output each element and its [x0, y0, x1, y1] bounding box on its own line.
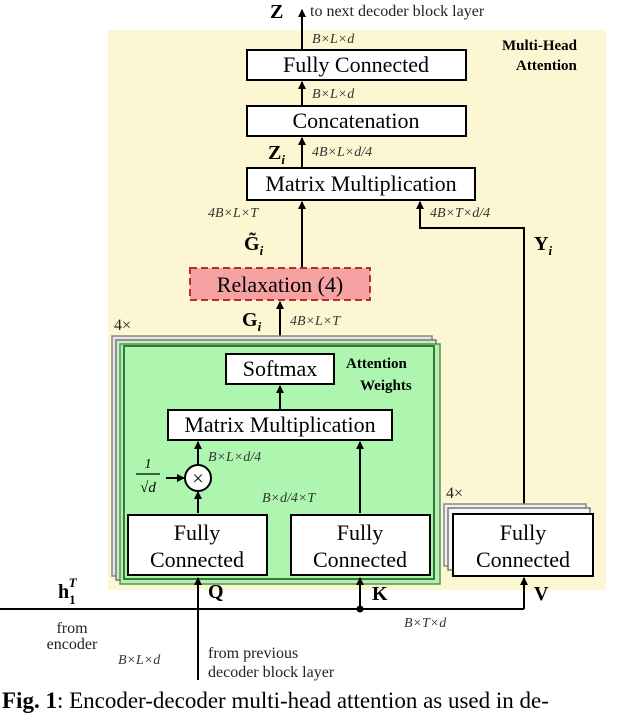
gi-symbol: Gi — [242, 309, 262, 334]
fc-q-line1: Fully — [174, 520, 220, 545]
dim-bottom-left: B×L×d — [118, 653, 161, 668]
softmax-label: Softmax — [243, 356, 318, 381]
output-note: to next decoder block layer — [310, 3, 485, 20]
matmul-inner-box[interactable] — [167, 409, 393, 441]
figure-caption: Fig. 1: Encoder-decoder multi-head atten… — [2, 688, 549, 713]
softmax-box[interactable] — [225, 353, 335, 385]
fc-v-line1: Fully — [500, 520, 546, 545]
relaxation-box[interactable] — [189, 267, 371, 301]
fc-top-box[interactable] — [246, 49, 467, 81]
dim-fc-out: B×L×d — [312, 87, 355, 102]
dim-zi: 4B×L×d/4 — [312, 145, 372, 160]
fc-v-line2: Connected — [476, 547, 570, 572]
dim-bottom-right: B×T×d — [404, 616, 447, 631]
multihead-label-1: Multi-Head — [502, 38, 578, 54]
scale-numerator: 1 — [145, 457, 152, 472]
concat-label: Concatenation — [292, 108, 419, 133]
fc-top-label: Fully Connected — [283, 52, 429, 77]
concat-box[interactable] — [246, 105, 467, 137]
matmul-top-label: Matrix Multiplication — [265, 171, 456, 196]
dim-q-scaled: B×L×d/4 — [208, 450, 261, 465]
dim-matmul-left: 4B×L×T — [208, 206, 259, 221]
zi-symbol: Zi — [268, 142, 285, 167]
scale-denominator: √d — [140, 480, 156, 496]
multihead-label-2: Attention — [516, 58, 577, 74]
repeat-right-label: 4× — [446, 485, 463, 502]
dim-z: B×L×d — [312, 32, 355, 47]
fc-v-box[interactable] — [452, 513, 594, 577]
relaxation-label: Relaxation (4) — [217, 272, 343, 297]
dim-k-t: B×d/4×T — [262, 491, 316, 506]
multiply-symbol: × — [192, 468, 203, 490]
from-prev-1: from previous — [208, 645, 298, 662]
k-symbol: K — [372, 583, 388, 605]
fc-k-box[interactable] — [290, 514, 431, 576]
yi-symbol: Yi — [534, 233, 552, 258]
fc-q-line2: Connected — [150, 547, 244, 572]
repeat-left-label: 4× — [114, 317, 131, 334]
h-symbol: h1T — [58, 575, 78, 607]
attention-label-2: Weights — [360, 378, 412, 394]
from-encoder-2: encoder — [47, 636, 98, 653]
dim-matmul-right: 4B×T×d/4 — [430, 206, 490, 221]
fc-k-line1: Fully — [337, 520, 383, 545]
gi-tilde-symbol: G̃i — [244, 232, 264, 258]
output-z-symbol: Z — [270, 1, 283, 23]
q-symbol: Q — [208, 581, 224, 603]
v-symbol: V — [534, 583, 549, 605]
from-prev-2: decoder block layer — [208, 664, 335, 681]
fc-q-box[interactable] — [127, 514, 268, 576]
from-encoder-1: from — [56, 620, 88, 637]
dim-gi: 4B×L×T — [290, 314, 341, 329]
attention-label-1: Attention — [346, 356, 407, 372]
matmul-inner-label: Matrix Multiplication — [184, 412, 375, 437]
matmul-top-box[interactable] — [246, 167, 476, 201]
fc-k-line2: Connected — [313, 547, 407, 572]
